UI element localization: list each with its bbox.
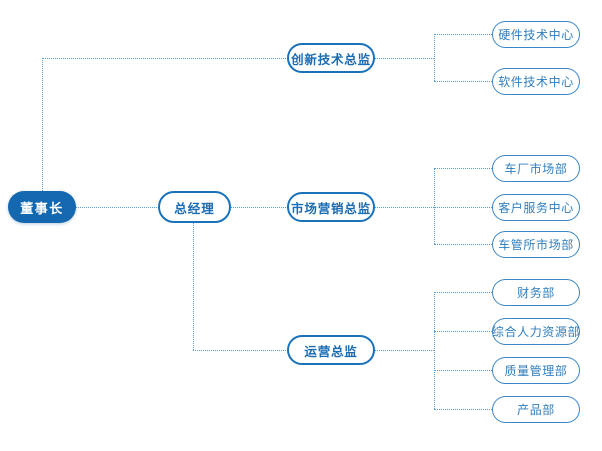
node-customer-service-center[interactable]: 客户服务中心 <box>492 194 580 221</box>
node-vehicle-factory-market-dept[interactable]: 车厂市场部 <box>492 155 580 182</box>
connector-gm-vertical-down <box>193 222 194 350</box>
connector-marketing-child-3 <box>434 244 492 245</box>
node-general-manager[interactable]: 总经理 <box>158 191 231 223</box>
node-chairman[interactable]: 董事长 <box>8 191 76 223</box>
connector-innovation-child-1 <box>434 34 492 35</box>
node-product-dept[interactable]: 产品部 <box>492 396 580 423</box>
node-vehicle-admin-market-dept[interactable]: 车管所市场部 <box>492 231 580 258</box>
connector-innovation-trunk <box>434 34 435 81</box>
node-marketing-director[interactable]: 市场营销总监 <box>287 192 375 222</box>
node-innovation-director[interactable]: 创新技术总监 <box>287 43 375 73</box>
connector-root-to-innovation <box>42 58 288 59</box>
connector-operations-stem <box>374 350 434 351</box>
connector-marketing-trunk <box>434 168 435 244</box>
connector-innovation-stem <box>374 58 434 59</box>
connector-operations-child-1 <box>434 292 492 293</box>
node-software-tech-center[interactable]: 软件技术中心 <box>492 68 580 95</box>
connector-gm-to-marketing <box>230 207 288 208</box>
connector-operations-child-3 <box>434 370 492 371</box>
connector-gm-to-operations <box>193 350 288 351</box>
connector-innovation-child-2 <box>434 81 492 82</box>
connector-marketing-stem <box>374 207 434 208</box>
connector-operations-child-2 <box>434 331 492 332</box>
connector-marketing-child-2 <box>434 207 492 208</box>
connector-marketing-child-1 <box>434 168 492 169</box>
connector-operations-child-4 <box>434 409 492 410</box>
node-hardware-tech-center[interactable]: 硬件技术中心 <box>492 21 580 48</box>
connector-root-to-gm <box>75 207 159 208</box>
node-quality-management-dept[interactable]: 质量管理部 <box>492 357 580 384</box>
node-hr-dept[interactable]: 综合人力资源部 <box>492 318 580 345</box>
node-operations-director[interactable]: 运营总监 <box>287 335 375 365</box>
connector-operations-trunk <box>434 292 435 409</box>
node-finance-dept[interactable]: 财务部 <box>492 279 580 306</box>
connector-root-vertical-up <box>42 58 43 207</box>
